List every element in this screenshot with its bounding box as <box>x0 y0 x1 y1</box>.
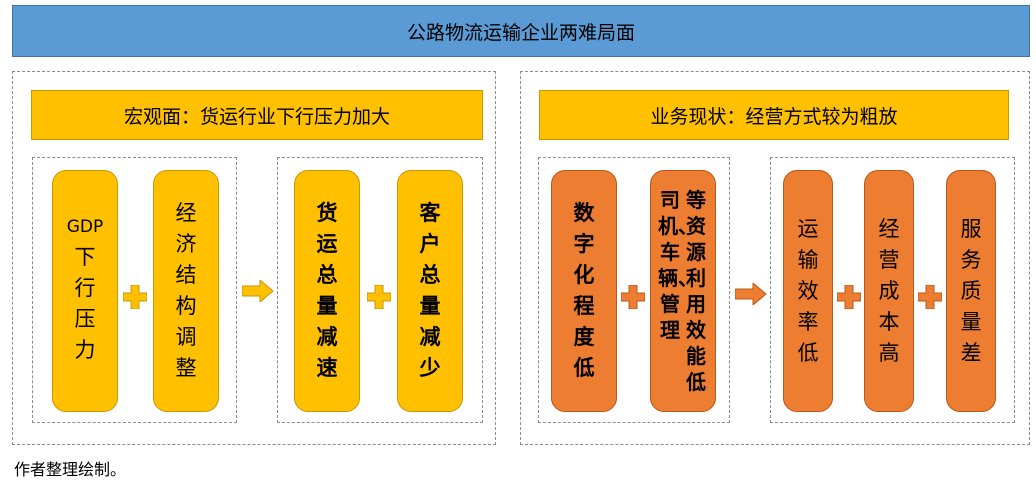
right-panel-header: 业务现状：经营方式较为粗放 <box>539 90 1009 140</box>
economic-structure-box: 经济结构调整 <box>153 170 219 412</box>
freight-volume-text: 货运总量减速 <box>316 201 338 380</box>
right-arrow-icon <box>242 280 274 302</box>
customer-volume-box: 客户总量减少 <box>397 170 463 412</box>
plus-icon <box>837 285 861 309</box>
page-title: 公路物流运输企业两难局面 <box>12 5 1030 57</box>
right-arrow-icon <box>735 283 767 305</box>
right-cause-group <box>538 157 730 423</box>
service-quality-box: 服务质量差 <box>946 170 996 412</box>
left-panel <box>12 71 496 445</box>
right-effect-group <box>770 157 1015 423</box>
customer-volume-text: 客户总量减少 <box>419 201 441 380</box>
left-effect-group <box>277 157 483 423</box>
gdp-pressure-box: GDP 下行压力 <box>52 170 118 412</box>
service-quality-text: 服务质量差 <box>960 216 982 365</box>
resource-utilization-box: 等资源利用效能低 司机、车辆、管理 <box>650 170 716 412</box>
resource-utilization-text: 等资源利用效能低 <box>686 188 706 394</box>
gdp-label: GDP <box>66 217 104 237</box>
plus-icon <box>123 285 147 309</box>
operating-cost-text: 经营成本高 <box>878 216 900 365</box>
gdp-pressure-text: 下行压力 <box>74 245 96 362</box>
right-panel <box>520 71 1030 445</box>
economic-structure-text: 经济结构调整 <box>175 201 197 380</box>
source-note: 作者整理绘制。 <box>14 460 127 479</box>
digitization-text: 数字化程度低 <box>573 201 595 380</box>
plus-icon <box>621 285 645 309</box>
left-cause-group <box>32 157 237 423</box>
freight-volume-box: 货运总量减速 <box>294 170 360 412</box>
operating-cost-box: 经营成本高 <box>864 170 914 412</box>
digitization-box: 数字化程度低 <box>551 170 617 412</box>
plus-icon <box>367 285 391 309</box>
plus-icon <box>918 285 942 309</box>
left-panel-header: 宏观面：货运行业下行压力加大 <box>31 90 483 140</box>
transport-efficiency-text: 运输效率低 <box>797 216 819 365</box>
resource-items-text: 司机、车辆、管理 <box>658 188 698 342</box>
transport-efficiency-box: 运输效率低 <box>783 170 833 412</box>
